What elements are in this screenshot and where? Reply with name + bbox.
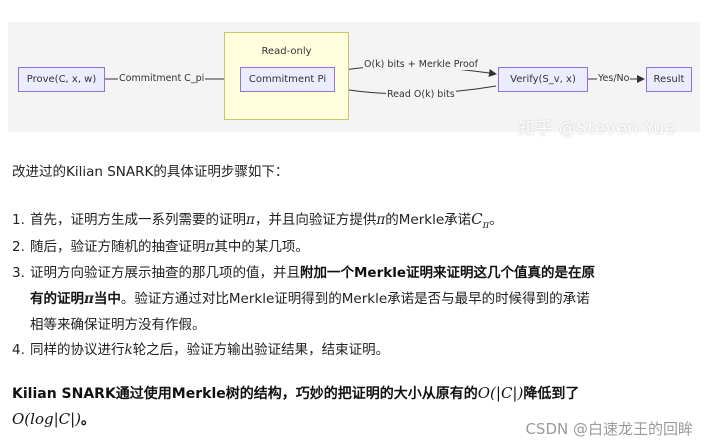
math-k: k bbox=[124, 342, 133, 358]
step-4: 4. 同样的协议进行k轮之后，验证方输出验证结果，结束证明。 bbox=[12, 338, 389, 358]
csdn-watermark: CSDN @白速龙王的回眸 bbox=[525, 420, 693, 438]
math-pi: π bbox=[84, 291, 94, 307]
math-big-o-log: O(log|C|) bbox=[12, 410, 82, 428]
step-3-continued-2: 相等来确保证明方没有作假。 bbox=[30, 317, 206, 333]
step-3: 3. 证明方向验证方展示抽查的那几项的值，并且附加一个Merkle证明来证明这几个… bbox=[12, 261, 595, 281]
math-pi: π bbox=[205, 239, 215, 255]
node-commitment-pi: Commitment Pi bbox=[240, 67, 335, 92]
step-number: 4. bbox=[12, 342, 25, 358]
math-pi: π bbox=[246, 212, 255, 228]
step-text: 证明方向验证方展示抽查的那几项的值，并且 bbox=[30, 265, 300, 281]
step-bold-text: 附加一个Merkle证明来证明这几个值真的是在原 bbox=[300, 265, 596, 281]
step-2: 2. 随后，验证方随机的抽查证明π其中的某几项。 bbox=[12, 235, 309, 255]
step-text: 其中的某几项。 bbox=[214, 239, 309, 255]
summary-line-1: Kilian SNARK通过使用Merkle树的结构，巧妙的把证明的大小从原有的… bbox=[12, 383, 579, 403]
edge-label-bits-proof: O(k) bits + Merkle Proof bbox=[363, 59, 479, 70]
summary-bold-text: 。 bbox=[81, 412, 96, 428]
subgraph-title: Read-only bbox=[261, 46, 312, 57]
zhihu-watermark: 知乎 @Steven Yue bbox=[518, 119, 676, 139]
step-text: ，并且向验证方提供 bbox=[254, 212, 377, 228]
intro-text: 改进过的Kilian SNARK的具体证明步骤如下： bbox=[12, 164, 289, 180]
step-bold-text: 当中 bbox=[93, 291, 121, 307]
step-number: 1. bbox=[12, 212, 25, 228]
summary-line-2: O(log|C|)。 bbox=[12, 409, 95, 429]
edge-label-commitment: Commitment C_pi bbox=[118, 73, 206, 84]
node-prove: Prove(C, x, w) bbox=[18, 67, 105, 92]
step-number: 2. bbox=[12, 239, 25, 255]
math-pi: π bbox=[376, 212, 386, 228]
math-big-o: O(|C|) bbox=[477, 384, 524, 402]
edge-label-yes-no: Yes/No bbox=[597, 73, 631, 84]
step-text: 首先，证明方生成一系列需要的证明 bbox=[30, 212, 246, 228]
step-text: 的Merkle承诺 bbox=[385, 212, 472, 228]
edge-label-read: Read O(k) bits bbox=[386, 89, 456, 100]
math-c: C bbox=[471, 210, 483, 228]
node-result: Result bbox=[646, 67, 692, 92]
step-text: 同样的协议进行 bbox=[30, 342, 125, 358]
step-bold-text: 有的证明 bbox=[30, 291, 84, 307]
step-text: 轮之后，验证方输出验证结果，结束证明。 bbox=[132, 342, 390, 358]
summary-bold-text: Kilian SNARK通过使用Merkle树的结构，巧妙的把证明的大小从原有的 bbox=[12, 386, 478, 402]
step-text: 随后，验证方随机的抽查证明 bbox=[30, 239, 206, 255]
step-1: 1.首先，证明方生成一系列需要的证明π，并且向验证方提供π的Merkle承诺Cπ… bbox=[12, 208, 503, 231]
summary-bold-text: 降低到了 bbox=[523, 386, 580, 402]
step-3-continued: 有的证明π当中。验证方通过对比Merkle证明得到的Merkle承诺是否与最早的… bbox=[30, 287, 590, 307]
node-verify: Verify(S_v, x) bbox=[498, 67, 588, 92]
step-number: 3. bbox=[12, 265, 25, 281]
step-text: 。验证方通过对比Merkle证明得到的Merkle承诺是否与最早的时候得到的承诺 bbox=[120, 291, 590, 307]
math-pi-subscript: π bbox=[482, 219, 490, 231]
step-text: 。 bbox=[489, 212, 503, 228]
flowchart-diagram: Read-only Prove(C, x, w) Commitment Pi V… bbox=[8, 22, 700, 139]
